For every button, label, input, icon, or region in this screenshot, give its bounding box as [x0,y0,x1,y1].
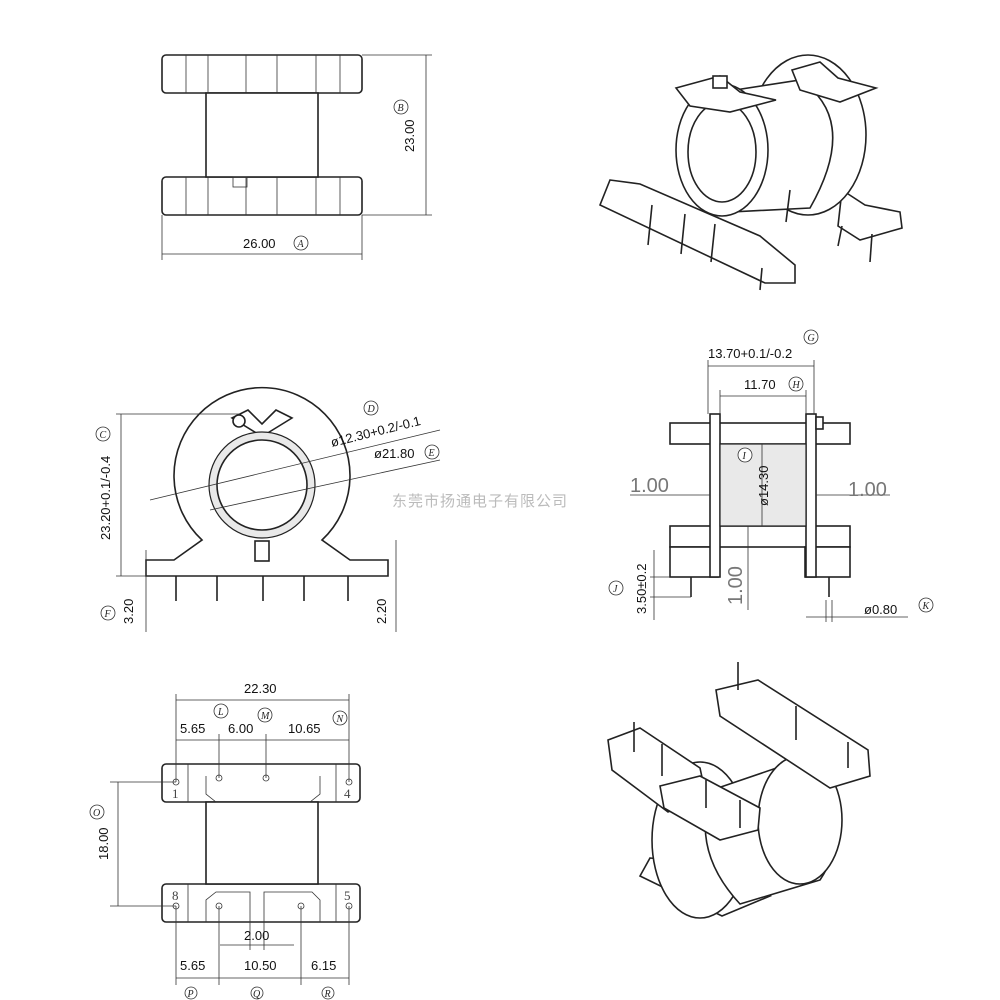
dim-l: 5.65 [180,721,205,736]
bubble-a: A [297,239,305,250]
right-gap-dim: 1.00 [848,479,887,501]
pin-label-4: 4 [344,786,351,801]
dim-r: 6.15 [311,958,336,973]
bubble-h: H [792,380,801,391]
inner-width-dim: 11.70 [744,377,776,392]
dim-q: 10.50 [244,958,277,973]
bubble-d: D [367,404,376,415]
bottom-gap-dim: 1.00 [725,566,747,605]
iso-view-bottom [607,662,871,919]
left-height-dim: 3.20 [121,599,136,624]
overall-width-dim: 13.70+0.1/-0.2 [708,346,792,361]
dim-p: 5.65 [180,958,205,973]
bubble-j: J [613,584,618,595]
outer-diameter-dim: ø21.80 [374,446,414,461]
bubble-b: B [398,103,404,114]
bubble-l: L [217,707,224,718]
company-watermark: 东莞市扬通电子有限公司 [392,492,568,510]
bubble-i: I [742,451,747,462]
pin-label-1: 1 [172,786,179,801]
bubble-e: E [428,448,435,459]
top-height-dim: 23.00 [402,119,417,152]
center-gap-dim: 2.00 [244,928,269,943]
top-width-dim: 26.00 [243,236,276,251]
bubble-f: F [104,609,112,620]
pin-length-dim: 3.50±0.2 [634,563,649,614]
inner-diameter-dim: ø12.30+0.2/-0.1 [329,413,422,450]
left-gap-dim: 1.00 [630,475,669,497]
dim-n: 10.65 [288,721,321,736]
bubble-p: P [187,989,194,1000]
bubble-g: G [808,333,815,344]
bottom-view: 1 4 8 5 22.30 L M N 5.65 6.00 10.65 O 18… [89,681,361,1000]
top-view: 23.00 B 26.00 A [161,54,432,260]
front-view: 23.20+0.1/-0.4 C D ø12.30+0.2/-0.1 ø21.8… [95,386,441,632]
bubble-c: C [100,430,107,441]
bubble-o: O [93,808,100,819]
bubble-k: K [922,601,931,612]
front-height-dim: 23.20+0.1/-0.4 [98,456,113,540]
pin-diameter-dim: ø0.80 [864,602,897,617]
right-height-dim: 2.20 [374,599,389,624]
pin-label-8: 8 [172,888,179,903]
iso-view-top [598,54,903,291]
bottom-overall-dim: 22.30 [244,681,277,696]
bottom-height-dim: 18.00 [96,827,111,860]
bubble-q: Q [253,989,261,1000]
bubble-r: R [324,989,331,1000]
pin-label-5: 5 [344,888,351,903]
bubble-n: N [336,714,345,725]
bubble-m: M [260,711,270,722]
dim-m: 6.00 [228,721,253,736]
core-diameter-dim: ø14.30 [756,466,771,506]
side-view: G 13.70+0.1/-0.2 11.70 H I ø14.30 1.00 1… [608,329,934,622]
